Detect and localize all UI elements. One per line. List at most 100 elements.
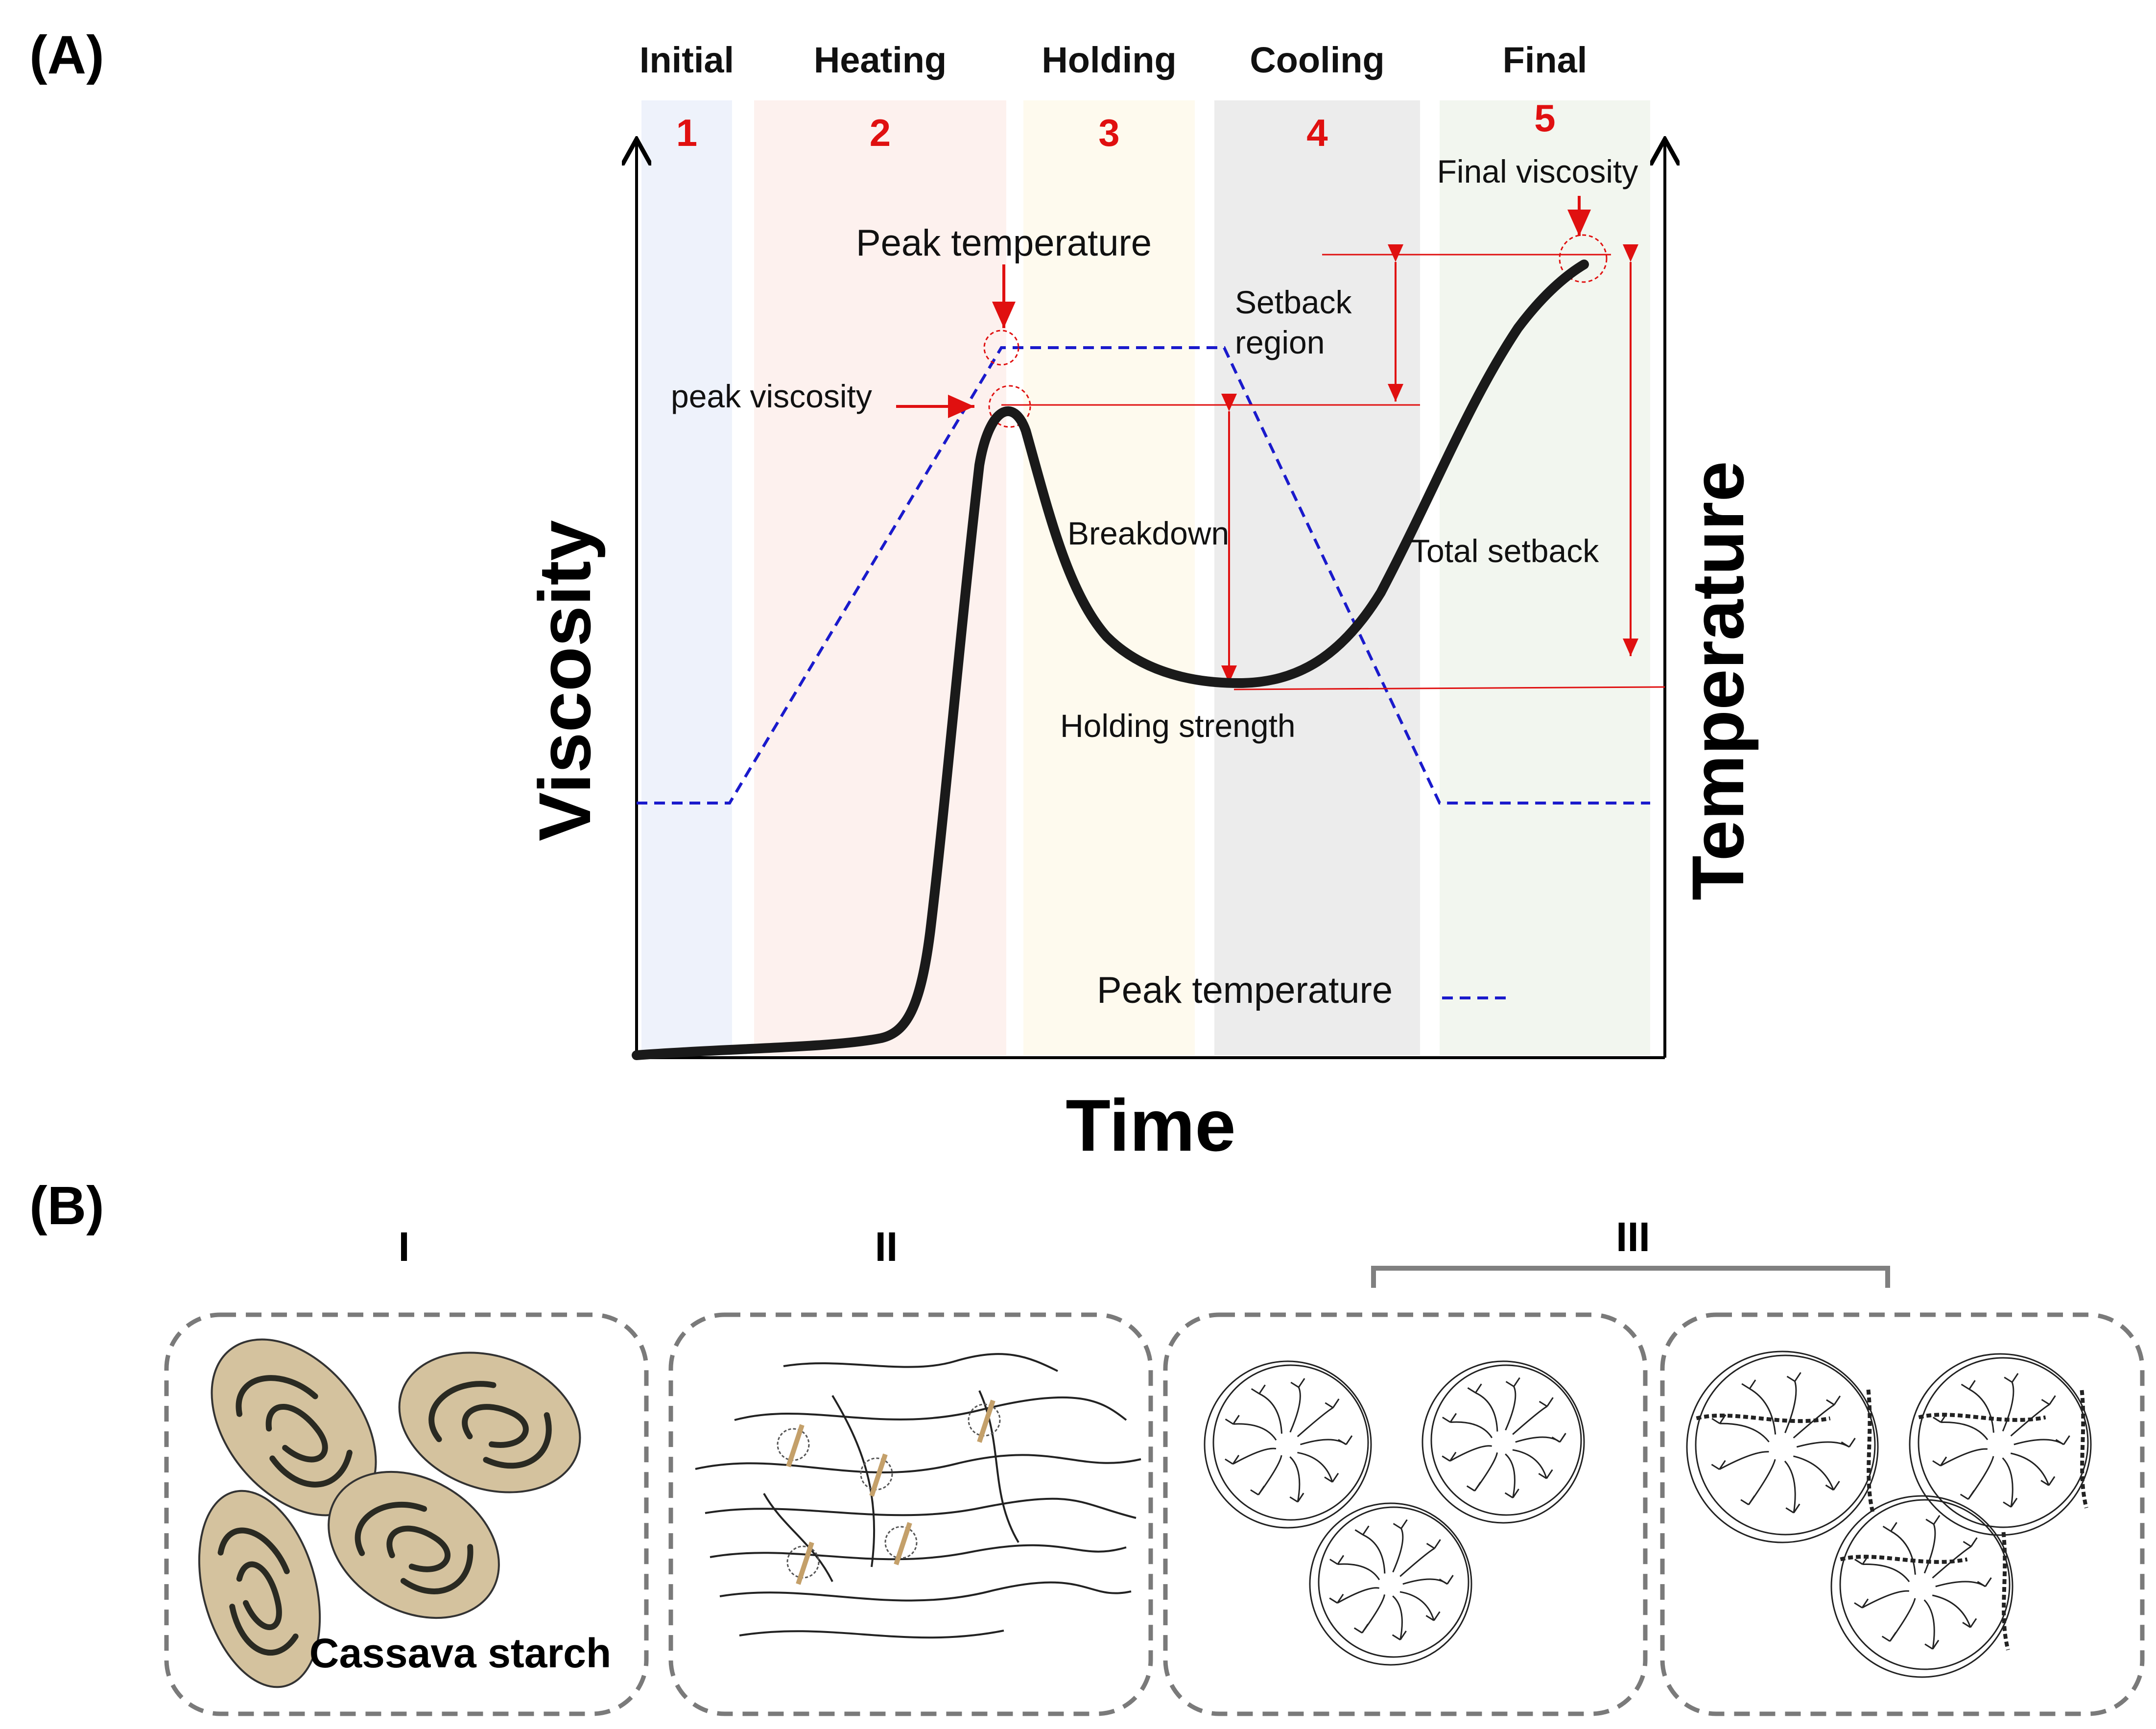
gel-cluster-outline: [1918, 1357, 2089, 1528]
amylopectin-branch: [1439, 1575, 1454, 1585]
peak-temperature-label: Peak temperature: [856, 222, 1152, 264]
amylopectin-branch: [1505, 1453, 1516, 1498]
retrograded-network-b: [1686, 1350, 2092, 1678]
amylopectin-branch: [1932, 1545, 1972, 1579]
swollen-granule-remnant: [777, 1428, 810, 1461]
stage-label-iii: III: [1616, 1214, 1650, 1260]
stage-iii-box-b: [1660, 1312, 2145, 1716]
stage-label-ii: II: [875, 1224, 898, 1270]
y-axis-right-title: Temperature: [1677, 461, 1759, 900]
viscosity-curve: [632, 260, 1589, 1060]
gel-cluster-outline: [1318, 1506, 1469, 1658]
amylopectin-branch: [1941, 1421, 1989, 1441]
stage-boxes: [164, 1312, 2145, 1716]
gel-cluster-outline: [1839, 1499, 2011, 1670]
amylopectin-branch: [1793, 1455, 1834, 1491]
breakdown-label: Breakdown: [1067, 515, 1229, 551]
final-viscosity-label: Final viscosity: [1437, 153, 1638, 189]
highlight-circles: [983, 234, 1608, 428]
gel-cluster: [1422, 1360, 1585, 1524]
amylopectin-branch: [1512, 1405, 1548, 1435]
amylopectin-branch: [1354, 1525, 1370, 1536]
swollen-granule-remnant: [786, 1545, 820, 1579]
granule-fragment: [869, 1453, 888, 1497]
amylopectin-branch: [1353, 1623, 1369, 1634]
guide-lines: [1001, 254, 1665, 690]
amylopectin-branch: [1289, 1387, 1301, 1433]
amylopectin-branch: [1337, 1587, 1379, 1604]
holding-strength-guide-line: [1233, 686, 1665, 690]
amylose-chain: [710, 1544, 1127, 1561]
amylopectin-branch: [1923, 1524, 1936, 1574]
amylopectin-branch: [1784, 1381, 1797, 1433]
amylopectin-branch: [1551, 1433, 1566, 1443]
amylopectin-branch: [1826, 1395, 1841, 1406]
amylopectin-branch: [1225, 1415, 1240, 1425]
double-helix: [1918, 1413, 2046, 1422]
amylopectin-branch: [1977, 1577, 1992, 1587]
amylose-chain: [763, 1493, 833, 1582]
gel-cluster-outline: [1422, 1360, 1585, 1524]
amylopectin-branch: [1392, 1630, 1407, 1641]
phase-number-heating: 2: [870, 111, 891, 154]
peak-viscosity-label: peak viscosity: [671, 378, 872, 414]
gel-cluster-outline: [1830, 1495, 2014, 1678]
amylopectin-branch: [1512, 1449, 1547, 1479]
stage-iii-bracket: [1371, 1266, 1890, 1288]
double-helix: [2080, 1390, 2088, 1509]
amylopectin-branch: [1890, 1530, 1916, 1575]
amylopectin-branch: [1968, 1388, 1994, 1433]
starch-granule: [198, 1490, 321, 1688]
amylopectin-branch: [1882, 1522, 1897, 1532]
stage-ii-box: [668, 1312, 1153, 1716]
amylopectin-branch: [1225, 1455, 1240, 1465]
gel-cluster: [1204, 1360, 1372, 1529]
peak-temperature-circle: [983, 330, 1019, 366]
amylopectin-branch: [1925, 1515, 1941, 1525]
amylose-chain: [783, 1353, 1058, 1372]
amylopectin-branch: [1504, 1488, 1519, 1499]
amylopectin-branch: [1324, 1472, 1339, 1483]
amylopectin-branch: [2010, 1452, 2050, 1486]
peak-viscosity-circle: [988, 385, 1031, 428]
double-helix: [1866, 1389, 1875, 1515]
gel-cluster-outline: [1686, 1350, 1879, 1543]
stage-i-caption: Cassava starch: [309, 1630, 611, 1676]
amylose-chain: [705, 1497, 1137, 1519]
amylopectin-branch: [1450, 1421, 1493, 1439]
legend: Peak temperature: [1097, 970, 1511, 1011]
amylopectin-branch: [1475, 1392, 1498, 1432]
amylopectin-branch: [1719, 1451, 1769, 1470]
amylopectin-branch: [1505, 1386, 1516, 1431]
starch-granule: [398, 1351, 581, 1493]
amylopectin-branch: [1881, 1632, 1896, 1642]
amylopectin-branch: [1233, 1423, 1277, 1441]
x-axis-title: Time: [1066, 1084, 1235, 1166]
amylopectin-branch: [1467, 1383, 1482, 1394]
amylopectin-branch: [1539, 1397, 1554, 1407]
legend-label: Peak temperature: [1097, 970, 1393, 1011]
amylopectin-branch: [1825, 1481, 1840, 1491]
starch-granules: [198, 1338, 581, 1688]
amylopectin-branch: [1259, 1393, 1282, 1434]
total-setback-label: Total setback: [1410, 533, 1599, 569]
amylopectin-branch: [1289, 1492, 1304, 1503]
amylose-chain: [831, 1395, 876, 1567]
amylopectin-branch: [1290, 1378, 1305, 1388]
amylose-chain: [695, 1454, 1141, 1474]
amylose-chain: [739, 1630, 1004, 1639]
amylopectin-branch: [1250, 1485, 1265, 1495]
amylopectin-branch: [1854, 1598, 1869, 1609]
gel-cluster: [1686, 1350, 1879, 1543]
gel-cluster-outline: [1909, 1353, 2092, 1536]
amylopectin-branch: [1960, 1490, 1975, 1500]
phase-title-initial: Initial: [640, 40, 734, 80]
amylopectin-branch: [2002, 1382, 2014, 1432]
amylopectin-branch: [1232, 1447, 1277, 1465]
double-helix: [1840, 1555, 1968, 1564]
pointer-arrows: [896, 196, 1591, 418]
amylopectin-branch: [2010, 1403, 2050, 1437]
amylopectin-branch: [1711, 1460, 1726, 1470]
stage-label-i: I: [398, 1224, 409, 1270]
